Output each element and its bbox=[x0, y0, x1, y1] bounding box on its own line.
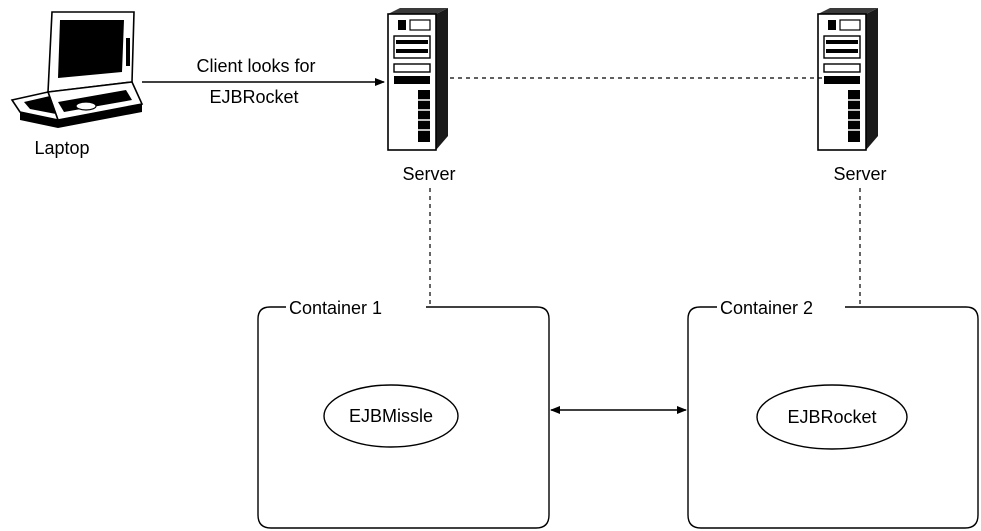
container-1: Container 1 EJBMissle bbox=[257, 298, 550, 529]
ejbmissle-bean bbox=[323, 384, 459, 448]
container-1-label: Container 1 bbox=[289, 298, 382, 318]
laptop-label: Laptop bbox=[34, 138, 89, 158]
container-2-label: Container 2 bbox=[720, 298, 813, 318]
ejbmissle-label: EJBMissle bbox=[349, 406, 433, 426]
request-label-line2: EJBRocket bbox=[209, 87, 298, 107]
server-2-icon bbox=[817, 7, 879, 151]
request-label-line1: Client looks for bbox=[196, 56, 315, 76]
server-2-label: Server bbox=[833, 164, 886, 184]
laptop-icon bbox=[10, 11, 144, 128]
container-2: Container 2 EJBRocket bbox=[687, 298, 979, 529]
ejbrocket-label: EJBRocket bbox=[787, 407, 876, 427]
server-1-label: Server bbox=[402, 164, 455, 184]
server-1-icon bbox=[387, 7, 449, 151]
ejbrocket-bean bbox=[756, 384, 908, 450]
